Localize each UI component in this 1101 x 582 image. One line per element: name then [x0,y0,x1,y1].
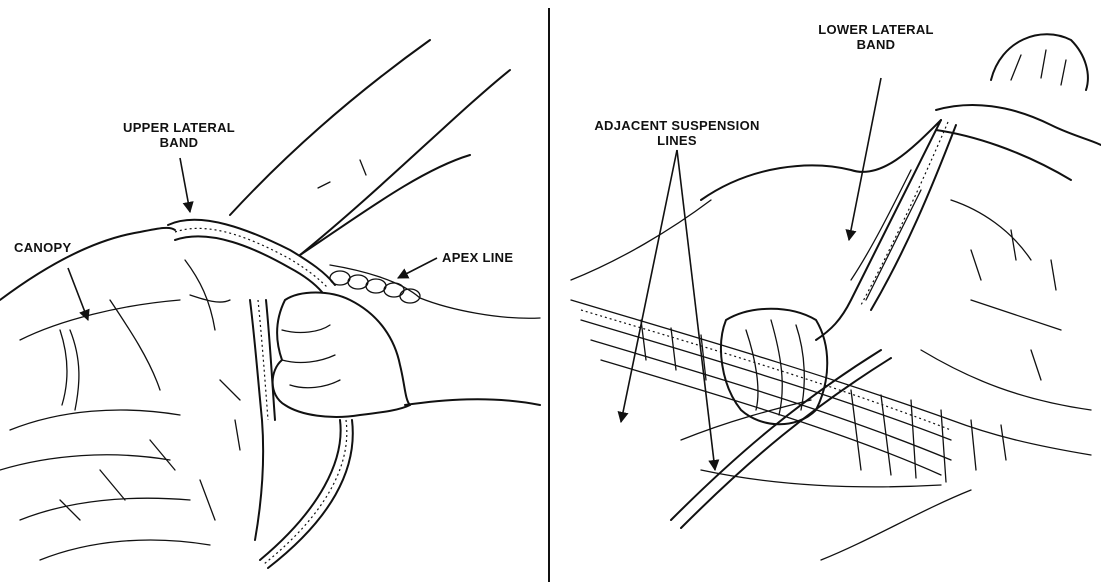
left-illustration-panel: CANOPY UPPER LATERAL BAND APEX LINE [0,0,548,582]
upper-lateral-band [168,220,353,568]
suspension-line-arrow-left [621,150,677,422]
canopy-arrow [68,268,88,320]
lower-lateral-band-label: LOWER LATERAL BAND [791,22,961,52]
canopy-folds [0,228,240,560]
upper-lateral-band-label: UPPER LATERAL BAND [104,120,254,150]
suspension-lines-mesh [571,300,1091,560]
adjacent-suspension-lines-label-line1: ADJACENT SUSPENSION [567,118,787,133]
apex-line-arrow [398,258,437,278]
panel-divider [548,8,550,582]
lower-lateral-band-label-line1: LOWER LATERAL [791,22,961,37]
lower-lateral-band-arrow [849,78,881,240]
canopy-label: CANOPY [14,240,71,255]
adjacent-suspension-lines-label-line2: LINES [567,133,787,148]
upper-lateral-band-arrow [180,158,190,212]
right-arm-outline [936,105,1101,145]
left-illustration-drawing [0,0,548,582]
lower-lateral-band [816,120,956,340]
right-illustration-drawing [551,0,1101,582]
suspension-line-arrow-right [677,150,715,470]
upper-arm-lower-edge [300,70,510,255]
adjacent-suspension-lines-label: ADJACENT SUSPENSION LINES [567,118,787,148]
apex-line-label: APEX LINE [442,250,513,265]
upper-lateral-band-label-line1: UPPER LATERAL [104,120,254,135]
forearm-outline [405,399,540,405]
right-illustration-panel: LOWER LATERAL BAND ADJACENT SUSPENSION L… [551,0,1101,582]
lower-lateral-band-label-line2: BAND [791,37,961,52]
upper-lateral-band-label-line2: BAND [104,135,254,150]
hand-outline [273,293,410,417]
